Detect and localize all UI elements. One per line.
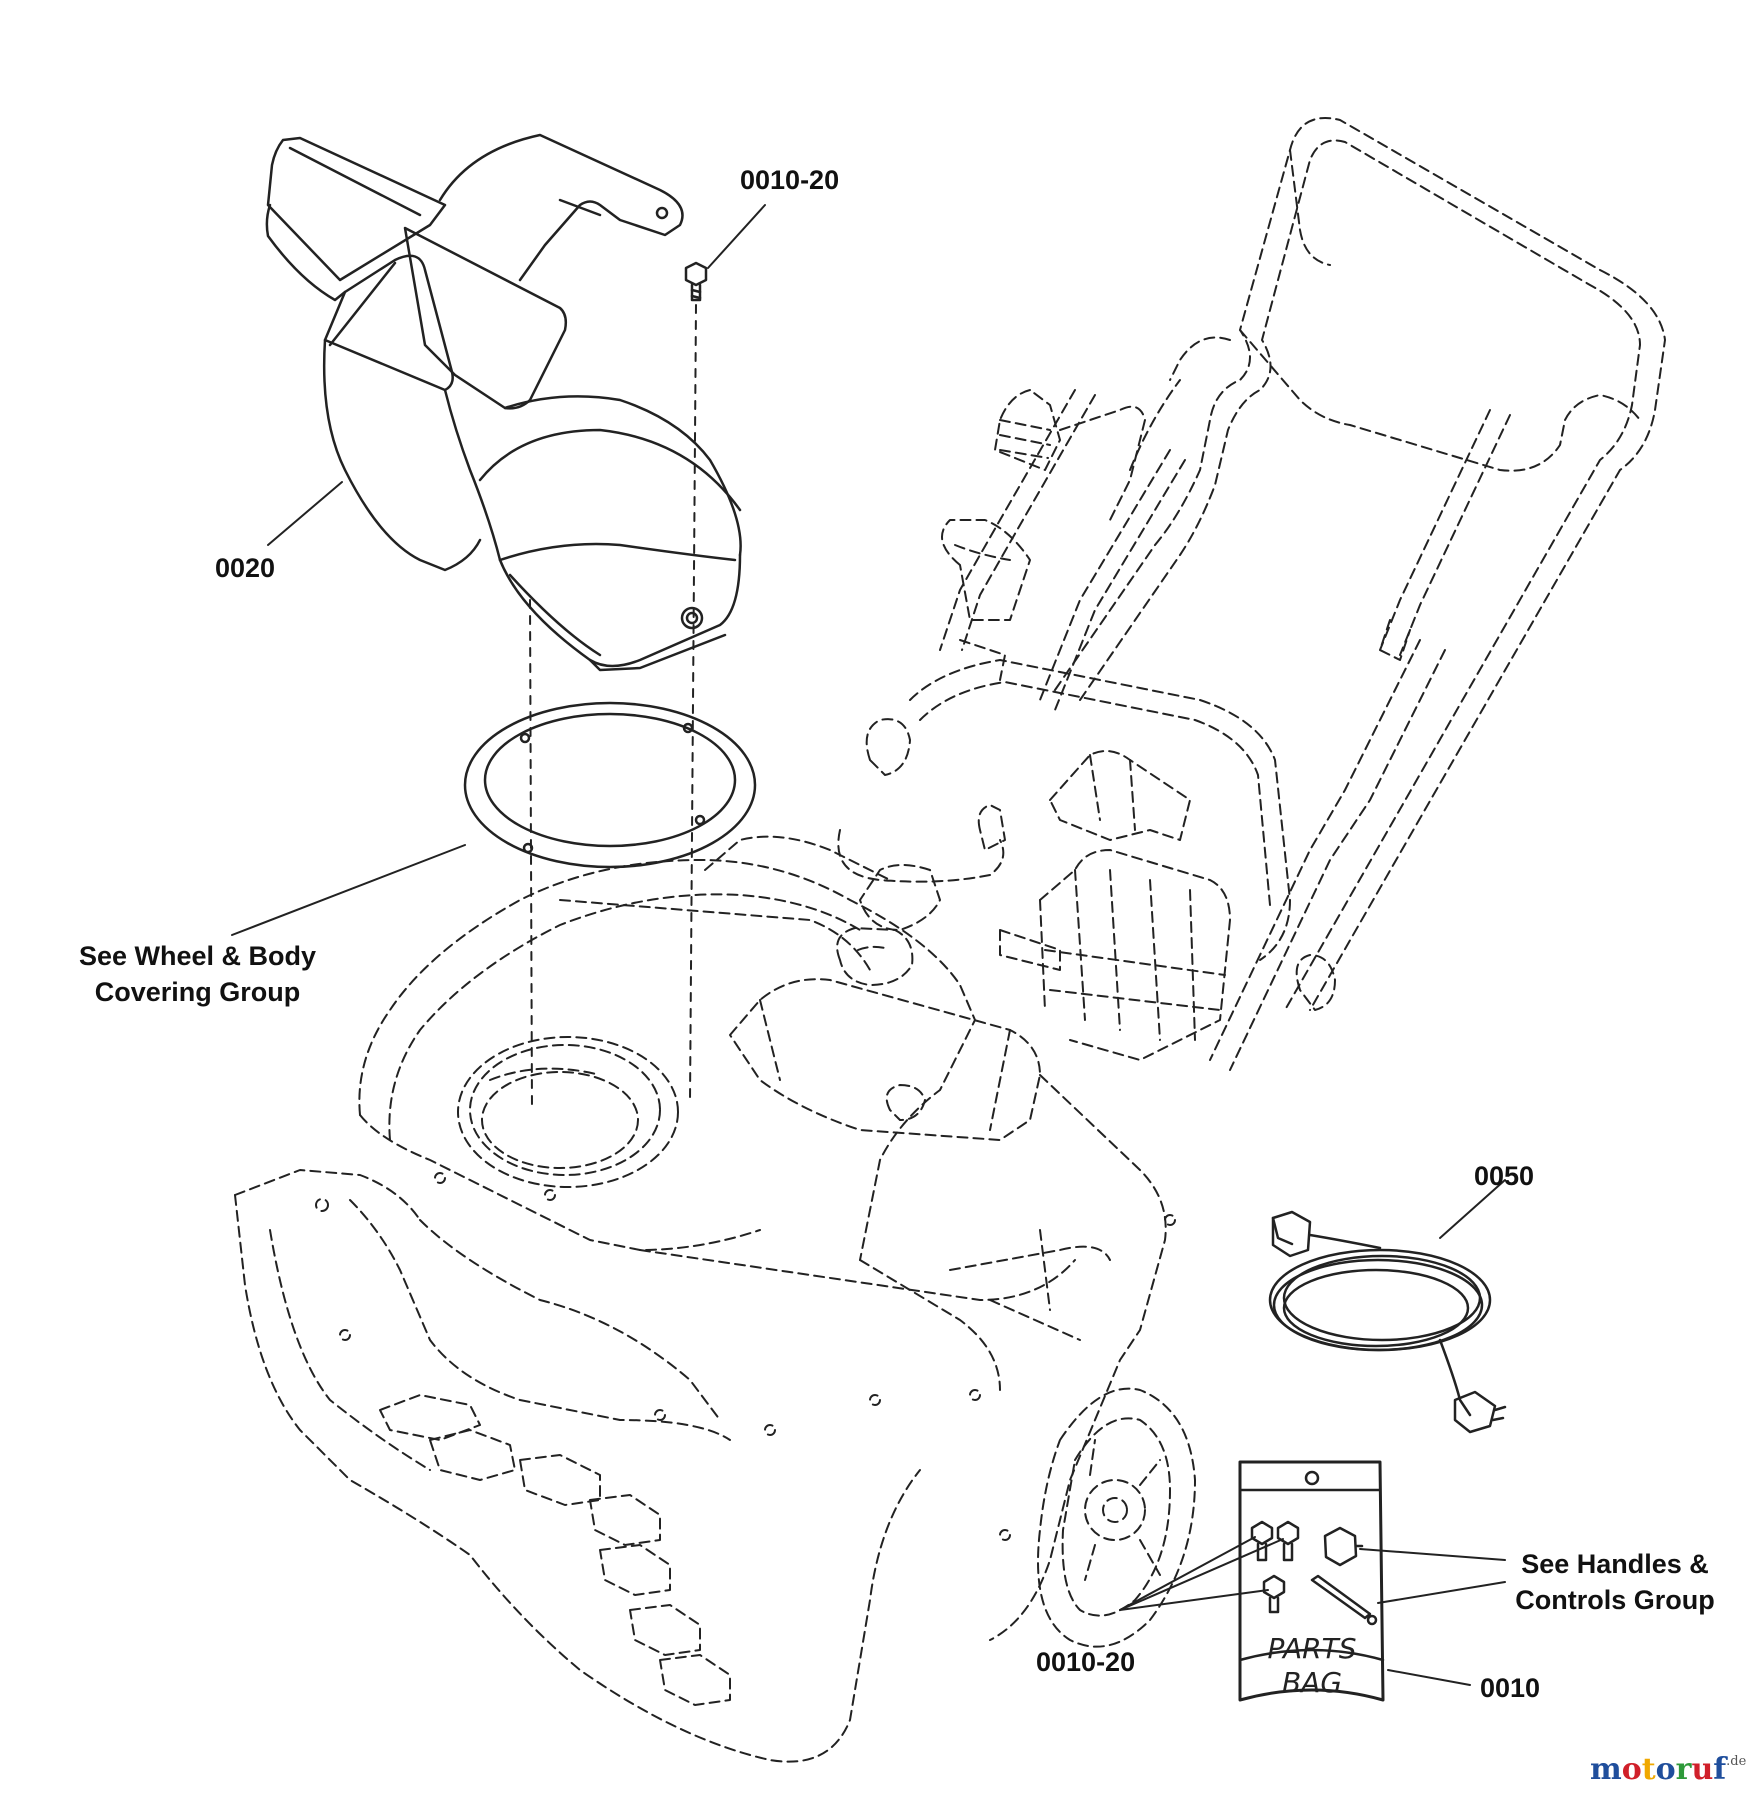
callout-screw-bag: 0010-20 [1036, 1647, 1136, 1677]
discharge-chute [265, 133, 742, 672]
callout-wheel-body-line1: See Wheel & Body [78, 941, 317, 971]
parts-bag-label-line2: BAG [1281, 1666, 1343, 1699]
watermark-letter: t [1641, 1752, 1656, 1787]
callout-chute: 0020 [215, 553, 276, 583]
callout-wheel-body-reference: See Wheel & Body Covering Group [70, 938, 325, 1010]
extension-cord [1268, 1210, 1507, 1434]
watermark-logo: motoruf.de [1590, 1752, 1746, 1787]
watermark-letter: m [1590, 1752, 1622, 1787]
callout-handles-line1: See Handles & [1521, 1549, 1709, 1579]
hardware-screw-top [684, 261, 708, 302]
chute-gasket-ring [463, 701, 757, 869]
snowthrower-housing-phantom [234, 835, 1196, 1763]
callout-handles-line2: Controls Group [1515, 1585, 1715, 1615]
parts-bag-label: PARTS BAG [1237, 1632, 1387, 1700]
watermark-letter: u [1691, 1752, 1714, 1787]
watermark-letter: o [1621, 1752, 1642, 1787]
watermark-letter: r [1675, 1752, 1692, 1787]
assembly-guide-lines [529, 304, 697, 1111]
leader-lines [231, 204, 1506, 1686]
callout-wheel-body-line2: Covering Group [94, 977, 301, 1007]
watermark-letter: f [1713, 1752, 1727, 1787]
engine-phantom [837, 750, 1231, 1061]
callout-parts-bag: 0010 [1480, 1673, 1541, 1703]
watermark-letter: o [1655, 1752, 1676, 1787]
handle-assembly-phantom [865, 117, 1666, 1071]
callout-handles-reference: See Handles & Controls Group [1510, 1546, 1720, 1618]
callout-screw-top: 0010-20 [740, 165, 840, 195]
callout-cord: 0050 [1474, 1161, 1535, 1191]
watermark-suffix: .de [1726, 1754, 1747, 1769]
parts-bag-label-line1: PARTS [1267, 1632, 1357, 1665]
